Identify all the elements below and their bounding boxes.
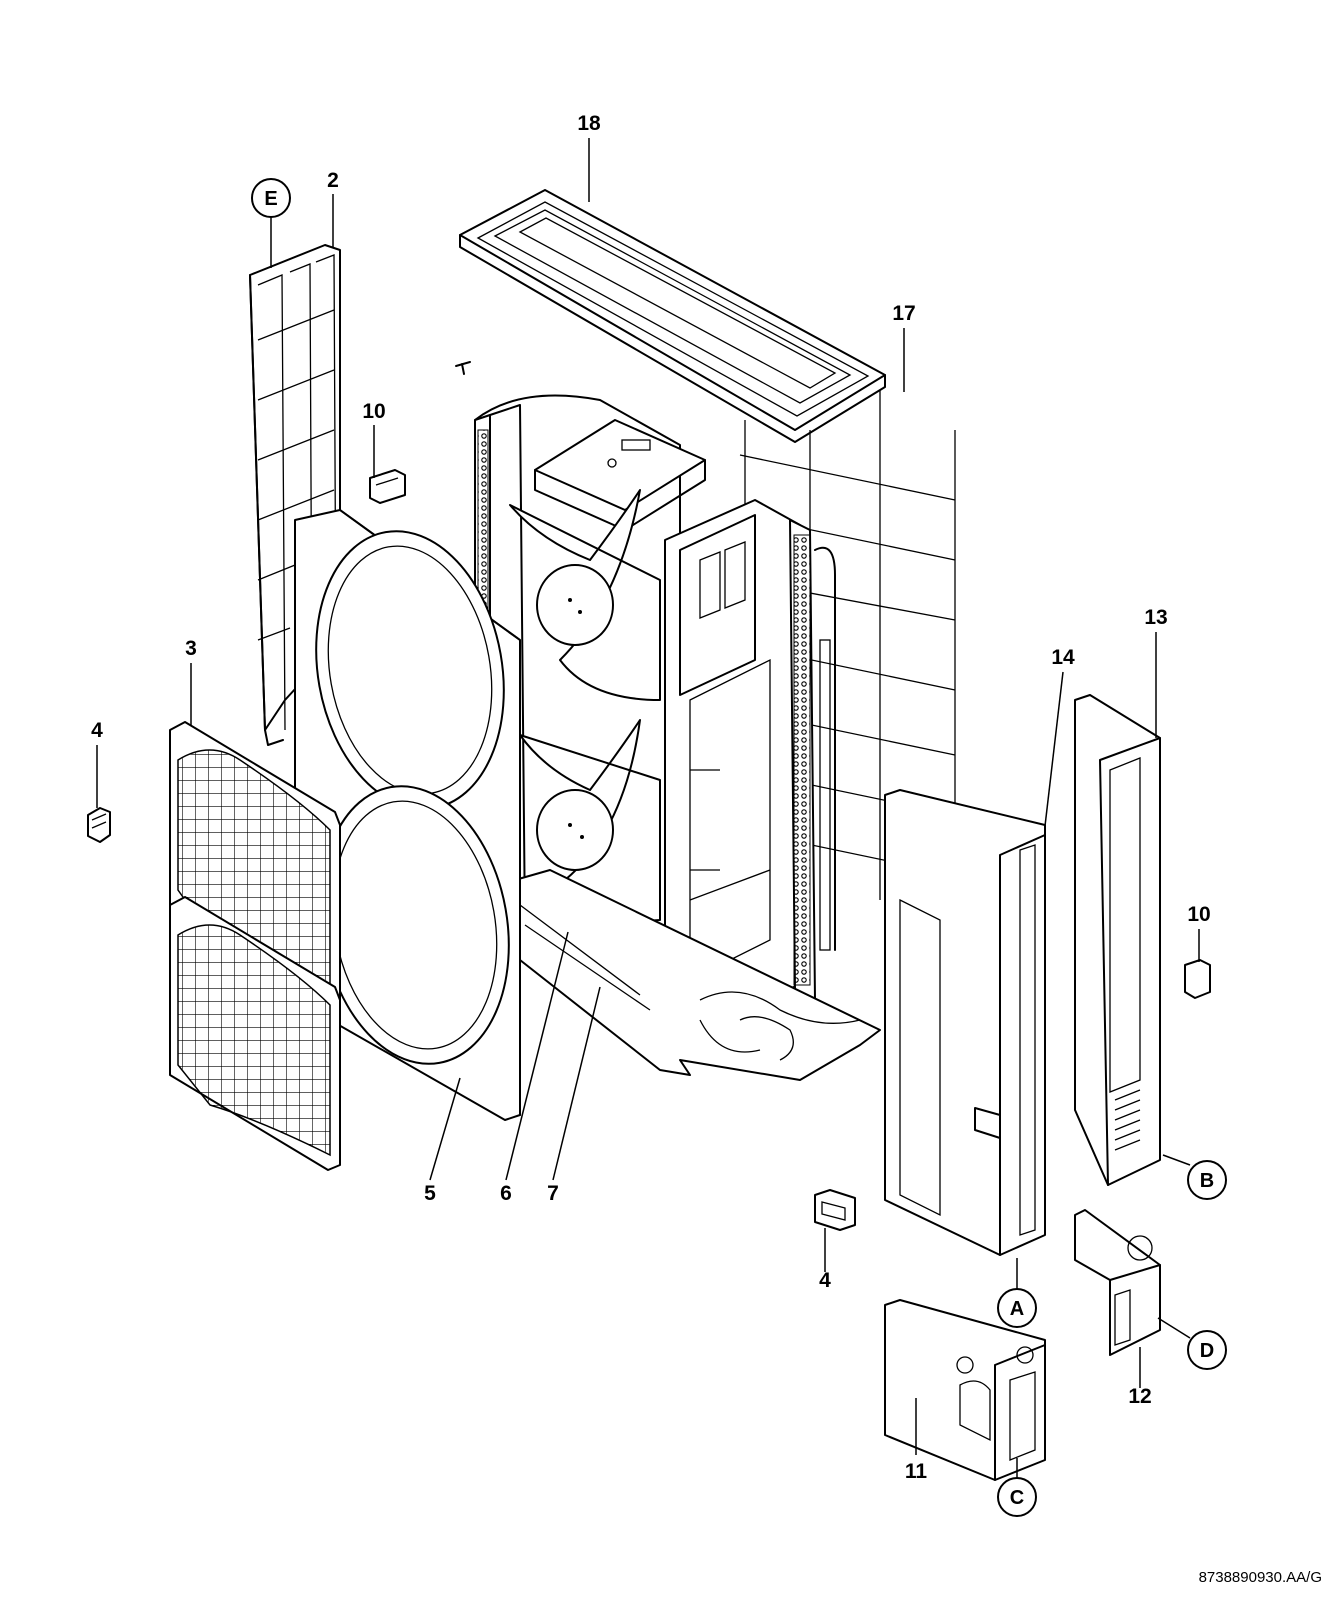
label-part-5: 5 [424,1182,436,1205]
front-cover-part-14 [884,789,1046,1256]
screw [455,361,471,375]
label-part-6: 6 [500,1182,512,1205]
part-labels: 18 2 17 10 13 3 14 4 10 5 6 7 4 12 11 [91,112,1211,1483]
fan-shroud-part-5 [294,509,521,1121]
callout-E: E [264,188,277,210]
label-part-2: 2 [327,169,339,192]
handle-part-10-left [369,469,406,504]
label-part-11: 11 [905,1460,928,1483]
clip-part-4-bottom [814,1189,856,1231]
label-part-10-right: 10 [1187,903,1210,926]
label-part-3: 3 [185,637,197,660]
label-part-7: 7 [547,1182,559,1205]
label-part-13: 13 [1144,606,1167,629]
label-part-4-bottom: 4 [819,1269,831,1292]
detail-callouts: E B A D C [251,178,1227,1517]
callout-B: B [1200,1170,1214,1192]
callout-A: A [1010,1298,1024,1320]
label-part-10-left: 10 [362,400,385,423]
drawing-reference-number: 8738890930.AA/G [1199,1569,1322,1586]
label-part-18: 18 [577,112,601,135]
callout-D: D [1200,1340,1214,1362]
bottom-side-cover-part-12 [1074,1209,1161,1356]
callout-C: C [1010,1487,1024,1509]
label-part-12: 12 [1128,1385,1151,1408]
clip-part-4-left [87,807,111,843]
bottom-cover-part-11 [884,1299,1046,1481]
top-cover-part-18 [459,189,886,443]
leader-lines [96,138,1200,1478]
label-part-14: 14 [1051,646,1075,669]
right-side-panel-part-13 [1074,694,1161,1186]
label-part-17: 17 [892,302,915,325]
handle-part-10-right [1184,959,1211,999]
front-grille-part-3 [169,721,341,1171]
label-part-4-left: 4 [91,719,103,742]
